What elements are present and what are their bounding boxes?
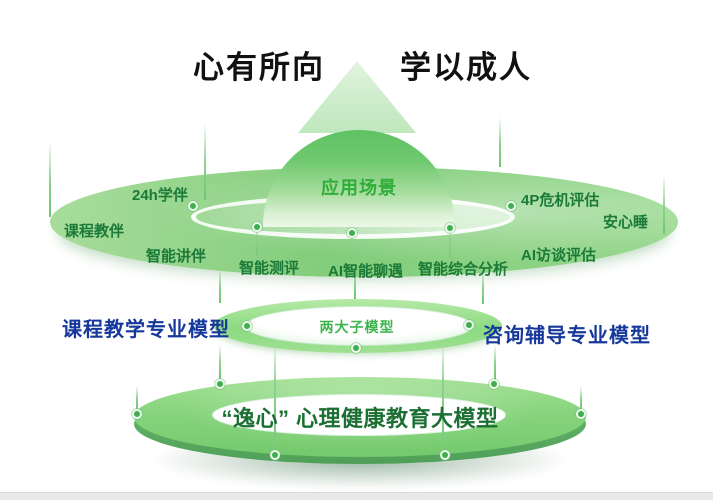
connector-dot (576, 409, 586, 419)
sub-model-inner-ellipse (245, 306, 473, 346)
connector-line (354, 265, 356, 299)
connector-line (663, 175, 665, 234)
connector-line (442, 349, 444, 451)
base-inner-ellipse (212, 394, 506, 436)
application-item-label: 课程教伴 (64, 223, 125, 240)
page-bottom-bar (0, 492, 713, 500)
application-item-label: 智能测评 (239, 260, 300, 277)
connector-line (351, 237, 353, 261)
connector-dot (242, 321, 252, 331)
application-item-label: 安心睡 (603, 214, 649, 231)
connector-line (274, 349, 276, 451)
base-model-title: “逸心” 心理健康教育大模型 (221, 406, 499, 431)
connector-line (49, 140, 51, 217)
right-model-label: 咨询辅导专业模型 (483, 325, 651, 347)
connector-dot (347, 228, 357, 238)
application-item-label: 24h学伴 (132, 187, 188, 204)
connector-line (204, 122, 206, 200)
connector-dot (464, 320, 474, 330)
connector-line (494, 344, 496, 380)
connector-line (219, 344, 221, 380)
connector-dot (440, 450, 450, 460)
connector-line (256, 231, 258, 256)
sub-model-title: 两大子模型 (319, 319, 395, 335)
connector-dot (506, 201, 516, 211)
title-right: 学以成人 (400, 50, 532, 85)
application-item-label: AI访谈评估 (521, 247, 597, 264)
connector-line (499, 117, 501, 167)
connector-line (482, 269, 484, 304)
connector-dot (252, 222, 262, 232)
application-item-label: 智能讲伴 (146, 248, 207, 265)
connector-line (219, 267, 221, 303)
application-item-label: 智能综合分析 (418, 261, 509, 278)
application-item-label: AI智能聊遇 (328, 263, 404, 280)
application-item-label: 4P危机评估 (521, 192, 600, 209)
connector-dot (215, 379, 225, 389)
connector-dot (489, 379, 499, 389)
connector-line (136, 386, 138, 410)
dome-title: 应用场景 (321, 178, 397, 198)
connector-dot (445, 223, 455, 233)
connector-line (580, 386, 582, 410)
left-model-label: 课程教学专业模型 (62, 319, 230, 341)
connector-line (449, 232, 451, 257)
connector-dot (351, 343, 361, 353)
connector-dot (132, 409, 142, 419)
connector-dot (188, 201, 198, 211)
title-left: 心有所向 (193, 50, 325, 85)
connector-dot (270, 450, 280, 460)
